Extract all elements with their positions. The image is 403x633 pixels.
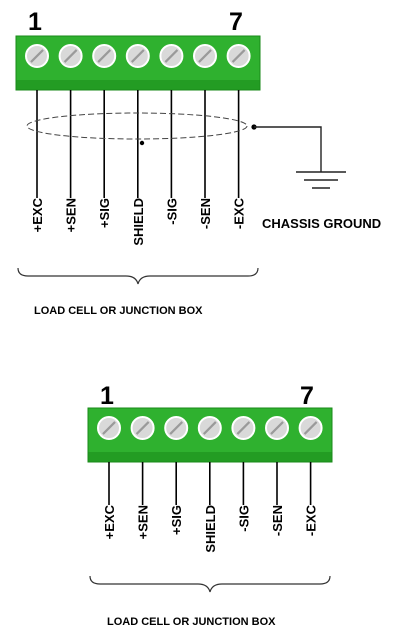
top-terminal-label-6: -SEN: [198, 198, 213, 229]
bottom-screw-4: [197, 416, 222, 440]
chassis-ground-icon: [254, 126, 346, 189]
top-wires: [36, 90, 240, 198]
top-terminal-label-7: -EXC: [232, 197, 247, 229]
bottom-terminal-labels: +EXC +SEN +SIG SHIELD -SIG -SEN -EXC: [102, 504, 319, 552]
bottom-block-base: [88, 452, 332, 462]
bottom-screw-7: [298, 416, 323, 440]
bottom-screw-1: [97, 416, 121, 440]
top-terminal-label-3: +SIG: [97, 198, 112, 228]
top-screw-5: [159, 44, 184, 68]
bottom-screw-3: [164, 416, 189, 440]
bottom-pin-7-number: 7: [300, 382, 314, 410]
bottom-brace: [89, 575, 331, 593]
top-terminal-label-5: -SIG: [164, 198, 179, 225]
top-screw-2: [58, 44, 83, 68]
bottom-screw-2: [130, 416, 155, 440]
top-shield-ellipse: [26, 112, 248, 140]
chassis-ground-label: CHASSIS GROUND: [262, 216, 381, 231]
top-screw-6: [193, 44, 217, 68]
bottom-terminal-label-6: -SEN: [270, 505, 285, 536]
top-brace: [17, 267, 259, 285]
bottom-screw-5: [231, 416, 256, 440]
top-caption: LOAD CELL OR JUNCTION BOX: [34, 305, 203, 317]
bottom-terminal-label-2: +SEN: [136, 505, 151, 539]
top-screw-1: [25, 44, 49, 68]
top-block-base: [16, 80, 260, 90]
top-pin-7-number: 7: [229, 8, 243, 36]
top-terminal-label-4: SHIELD: [131, 198, 146, 246]
bottom-caption: LOAD CELL OR JUNCTION BOX: [107, 616, 276, 628]
top-pin-1-number: 1: [28, 8, 42, 36]
top-terminal-label-1: +EXC: [30, 197, 45, 232]
bottom-terminal-label-4: SHIELD: [203, 505, 218, 553]
bottom-terminal-label-5: -SIG: [236, 505, 251, 532]
bottom-terminal-block: [87, 407, 333, 463]
bottom-screw-6: [265, 416, 289, 440]
bottom-wires: [108, 462, 312, 505]
bottom-terminal-label-7: -EXC: [304, 504, 319, 536]
top-diagram: 1 7 CHASSIS GROUND +EXC +SEN +SIG SHIELD -SI…: [15, 8, 381, 317]
bottom-diagram: 1 7 +EXC +SEN +SIG SHIELD -SIG -SEN -EXC LOAD …: [87, 382, 333, 628]
bottom-terminal-label-1: +EXC: [102, 504, 117, 539]
top-terminal-label-2: +SEN: [64, 198, 79, 232]
top-terminal-block: [15, 35, 261, 91]
bottom-pin-1-number: 1: [100, 382, 114, 410]
top-shield-drain-dot: [139, 140, 145, 146]
bottom-terminal-label-3: +SIG: [169, 505, 184, 535]
top-terminal-labels: +EXC +SEN +SIG SHIELD -SIG -SEN -EXC: [30, 197, 247, 245]
top-screw-3: [92, 44, 117, 68]
top-screw-4: [125, 44, 150, 68]
top-screw-7: [226, 44, 251, 68]
